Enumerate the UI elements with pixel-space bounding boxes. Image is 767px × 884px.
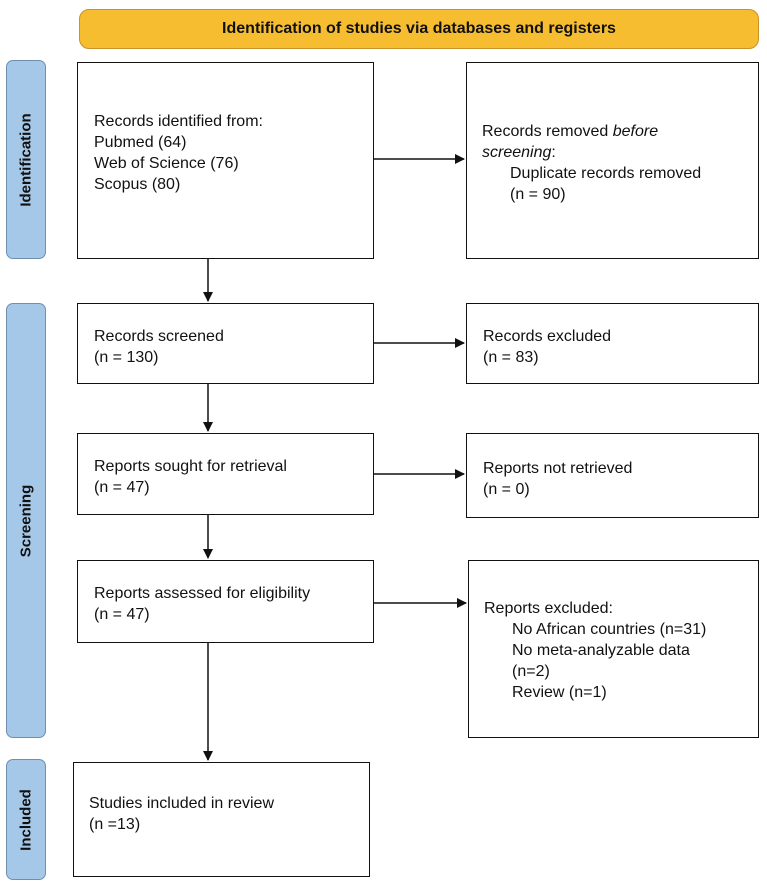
records-screened-count: (n = 130) bbox=[94, 349, 159, 366]
header-banner: Identification of studies via databases … bbox=[79, 9, 759, 49]
records-screened-box: Records screened (n = 130) bbox=[77, 303, 374, 384]
studies-included-label: Studies included in review bbox=[89, 795, 274, 812]
reason-no-african-countries: No African countries (n=31) bbox=[512, 621, 707, 638]
reports-not-retrieved-count: (n = 0) bbox=[483, 481, 530, 498]
reports-not-retrieved-label: Reports not retrieved bbox=[483, 460, 633, 477]
reports-excluded-label: Reports excluded: bbox=[484, 600, 613, 617]
phase-identification: Identification bbox=[6, 60, 46, 259]
source-scopus: Scopus (80) bbox=[94, 176, 181, 193]
source-web-of-science: Web of Science (76) bbox=[94, 155, 239, 172]
records-excluded-count: (n = 83) bbox=[483, 349, 539, 366]
reports-sought-count: (n = 47) bbox=[94, 479, 150, 496]
records-removed-italic-2: screening bbox=[482, 144, 552, 161]
records-removed-suffix: : bbox=[551, 144, 556, 161]
records-excluded-box: Records excluded (n = 83) bbox=[466, 303, 759, 384]
phase-screening: Screening bbox=[6, 303, 46, 738]
studies-included-box: Studies included in review (n =13) bbox=[73, 762, 370, 877]
records-screened-label: Records screened bbox=[94, 328, 224, 345]
records-removed-heading-2: screening: bbox=[482, 142, 758, 163]
reports-assessed-count: (n = 47) bbox=[94, 606, 150, 623]
reports-assessed-label: Reports assessed for eligibility bbox=[94, 585, 311, 602]
records-removed-prefix: Records removed bbox=[482, 123, 613, 140]
records-removed-box: Records removed before screening: Duplic… bbox=[466, 62, 759, 259]
phase-included: Included bbox=[6, 759, 46, 880]
records-removed-italic: before bbox=[612, 123, 659, 140]
duplicates-removed-label: Duplicate records removed bbox=[510, 165, 702, 182]
reports-sought-box: Reports sought for retrieval (n = 47) bbox=[77, 433, 374, 515]
reason-no-meta-data: No meta-analyzable data bbox=[512, 642, 690, 659]
reason-no-meta-data-count: (n=2) bbox=[512, 663, 550, 680]
reports-assessed-box: Reports assessed for eligibility (n = 47… bbox=[77, 560, 374, 643]
records-identified-box: Records identified from: Pubmed (64) Web… bbox=[77, 62, 374, 259]
header-title: Identification of studies via databases … bbox=[222, 20, 616, 37]
records-identified-heading: Records identified from: bbox=[94, 113, 263, 130]
records-removed-heading: Records removed before bbox=[482, 121, 758, 142]
reports-not-retrieved-box: Reports not retrieved (n = 0) bbox=[466, 433, 759, 518]
reason-review: Review (n=1) bbox=[512, 684, 607, 701]
studies-included-count: (n =13) bbox=[89, 816, 141, 833]
reports-sought-label: Reports sought for retrieval bbox=[94, 458, 287, 475]
duplicates-removed-count: (n = 90) bbox=[510, 186, 566, 203]
source-pubmed: Pubmed (64) bbox=[94, 134, 187, 151]
reports-excluded-box: Reports excluded: No African countries (… bbox=[468, 560, 759, 738]
records-excluded-label: Records excluded bbox=[483, 328, 612, 345]
